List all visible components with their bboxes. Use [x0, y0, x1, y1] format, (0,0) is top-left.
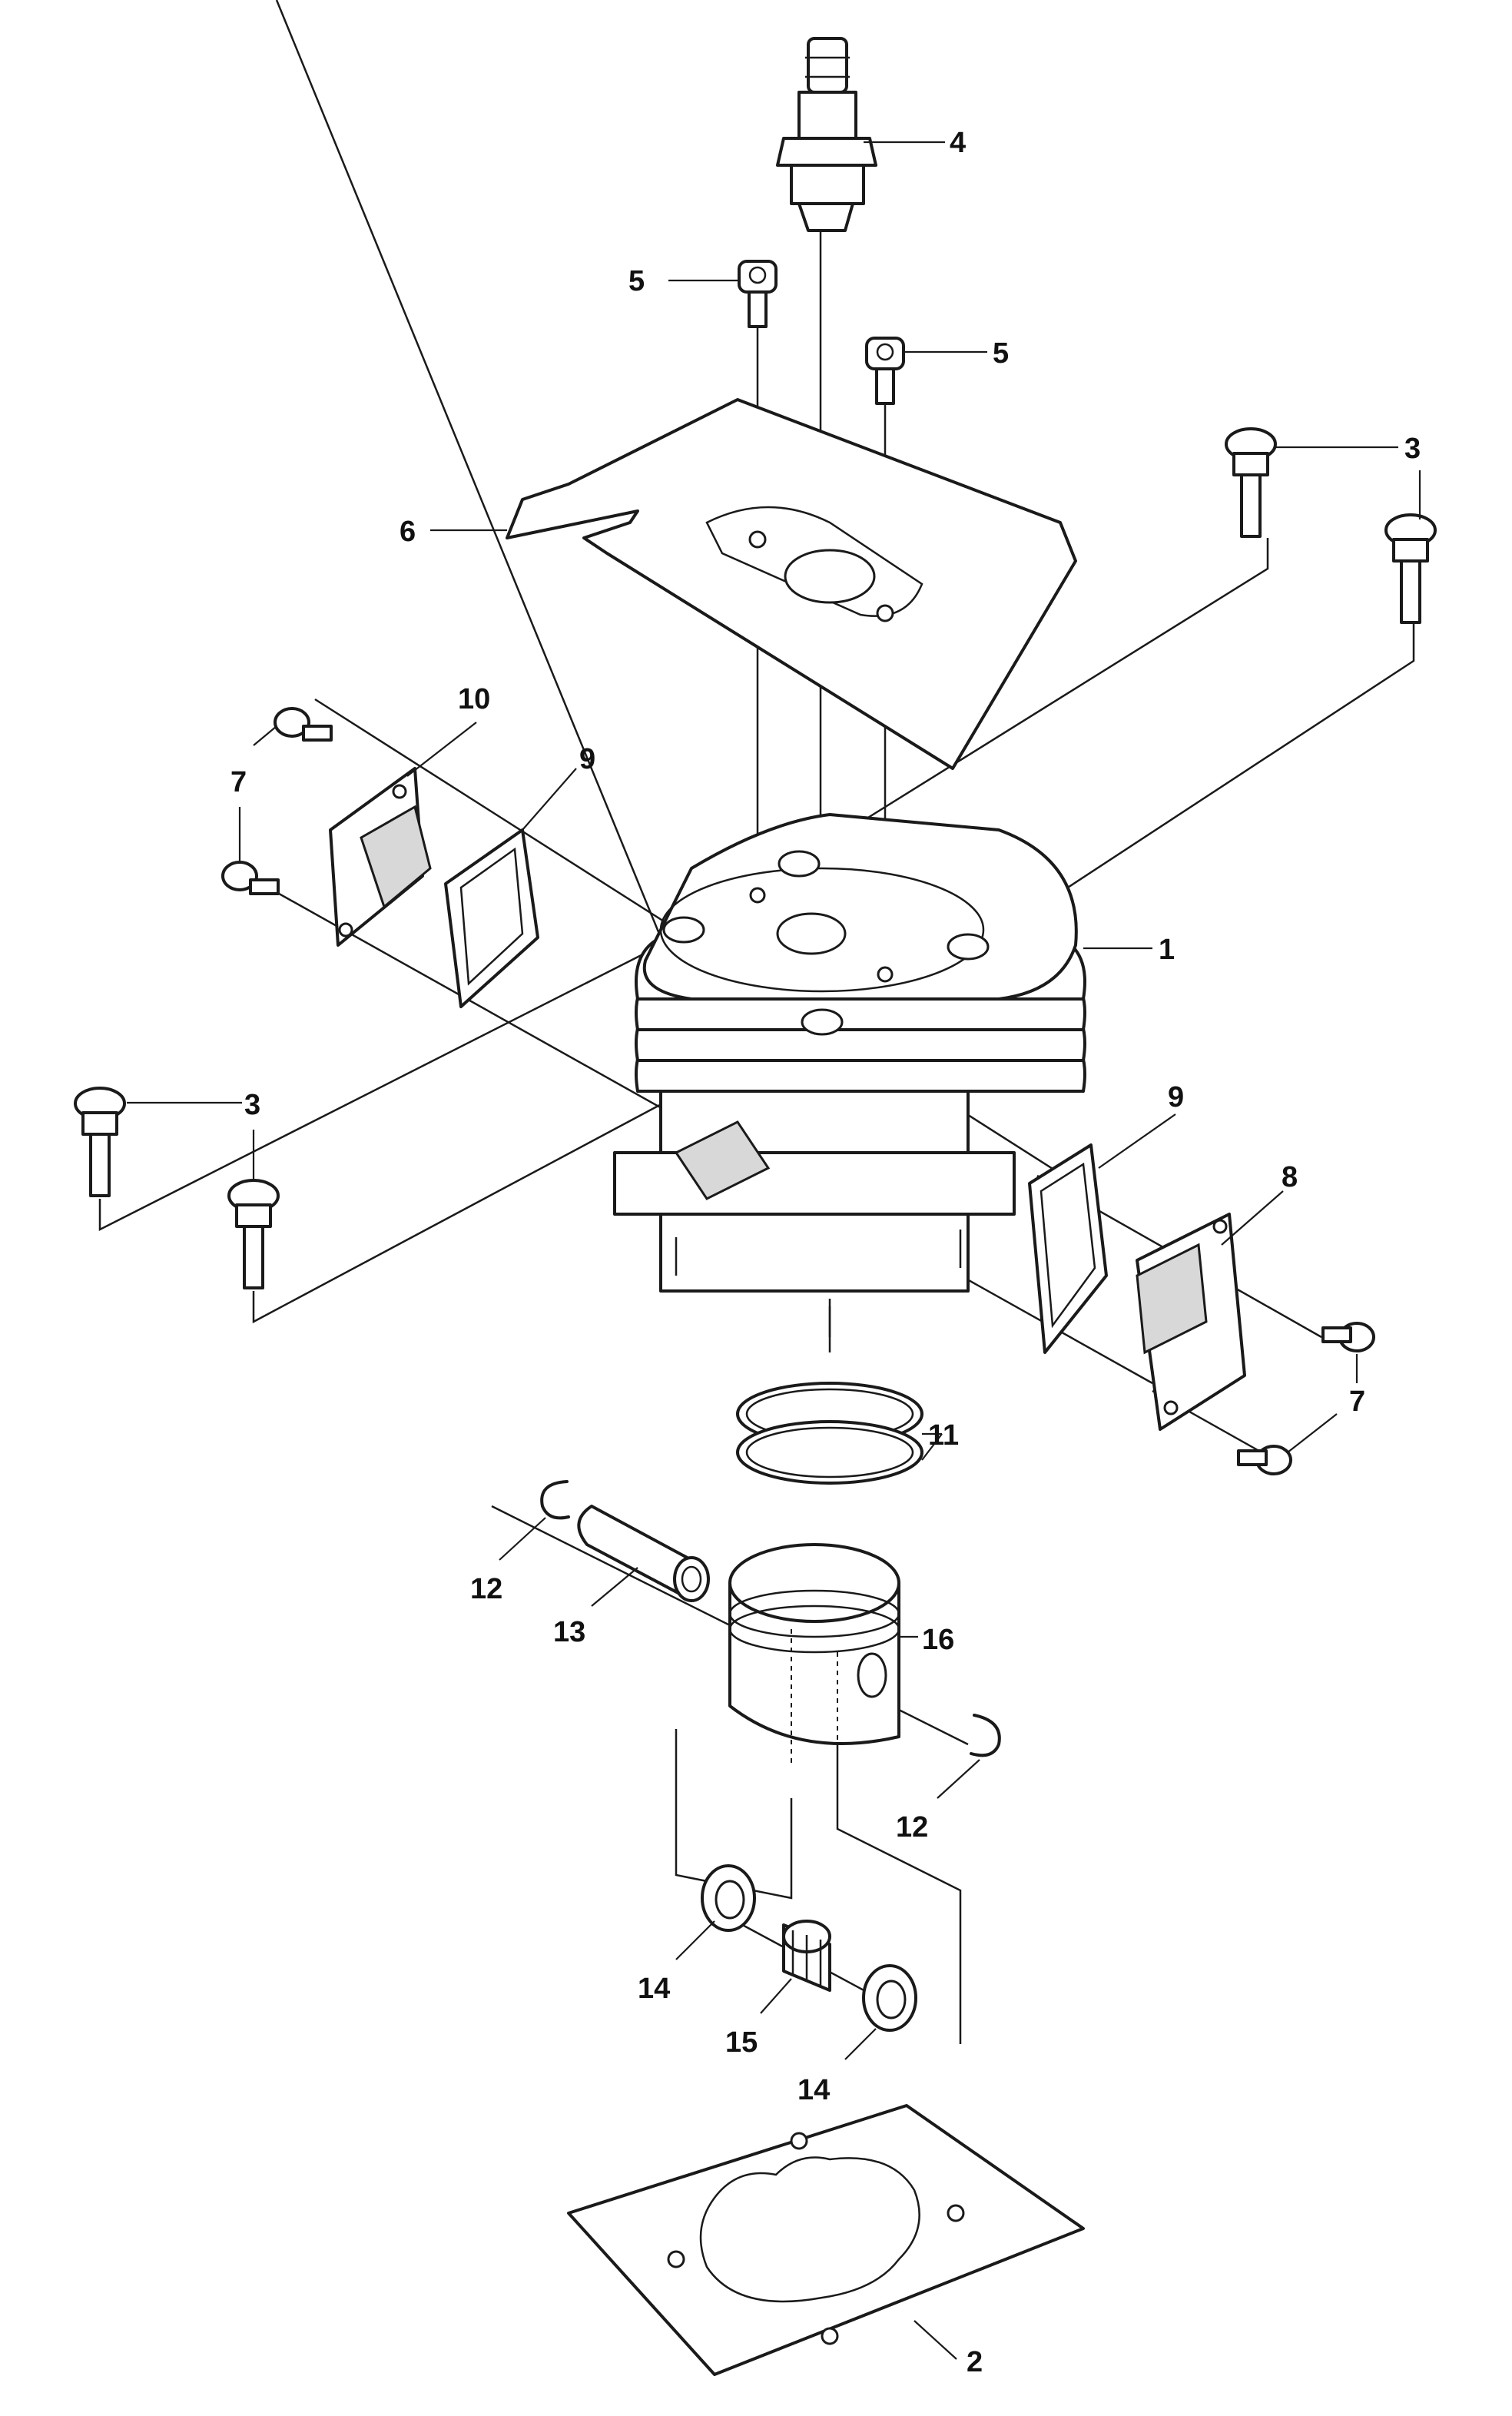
callout-labels: 4 5 5 3 6 10 9 7 1 3 9 8 7 11 12 13 16 1…	[230, 127, 1421, 2378]
intake-flange	[329, 767, 432, 947]
callout-2: 2	[967, 2346, 983, 2378]
callout-14-upper: 14	[638, 1973, 670, 2005]
callout-12-right: 12	[896, 1811, 928, 1844]
spark-plug	[776, 37, 877, 232]
circlip-right	[970, 1714, 1001, 1757]
screw-5-left	[738, 260, 778, 328]
callout-12-left: 12	[470, 1573, 502, 1605]
screw-7-top-left-b	[221, 861, 280, 895]
callout-3-left: 3	[244, 1089, 260, 1121]
piston-rings	[736, 1382, 923, 1485]
callout-11: 11	[928, 1419, 959, 1452]
callout-15: 15	[725, 2026, 758, 2059]
heat-shield-plate	[506, 398, 1077, 770]
callout-6: 6	[400, 516, 416, 548]
screw-5-right	[865, 337, 905, 405]
piston-pin	[577, 1505, 710, 1602]
exhaust-gasket	[1028, 1143, 1108, 1354]
exhaust-flange	[1136, 1213, 1246, 1431]
callout-5-left: 5	[628, 265, 645, 297]
base-gasket	[567, 2104, 1085, 2376]
intake-gasket	[444, 828, 539, 1008]
screw-3-left-b	[227, 1179, 280, 1289]
callout-9-right: 9	[1168, 1081, 1184, 1113]
callout-13: 13	[553, 1616, 585, 1648]
screw-3-top-right-b	[1384, 513, 1437, 624]
callout-10: 10	[458, 683, 490, 715]
screw-3-left-a	[74, 1087, 126, 1197]
callout-5-right: 5	[993, 337, 1009, 370]
callout-1: 1	[1159, 934, 1175, 966]
leader-lines	[127, 141, 1421, 2360]
callout-4: 4	[950, 127, 966, 159]
cylinder	[613, 813, 1086, 1337]
screw-7-right-a	[1321, 1322, 1375, 1352]
callout-14-lower: 14	[797, 2074, 830, 2106]
screw-7-right-b	[1237, 1445, 1292, 1475]
callout-8: 8	[1282, 1161, 1298, 1193]
needle-bearing	[782, 1920, 831, 1992]
callout-7-right: 7	[1349, 1386, 1365, 1418]
callout-16: 16	[922, 1624, 954, 1656]
circlip-left	[540, 1480, 570, 1520]
washer-upper	[701, 1864, 756, 1932]
piston	[728, 1543, 900, 1767]
screw-3-top-right-a	[1225, 427, 1277, 538]
screw-7-top-left-a	[274, 707, 333, 742]
callout-7-left: 7	[230, 766, 247, 798]
callout-3-top: 3	[1404, 433, 1421, 465]
callout-9-left: 9	[579, 743, 595, 775]
washer-lower	[862, 1964, 917, 2032]
